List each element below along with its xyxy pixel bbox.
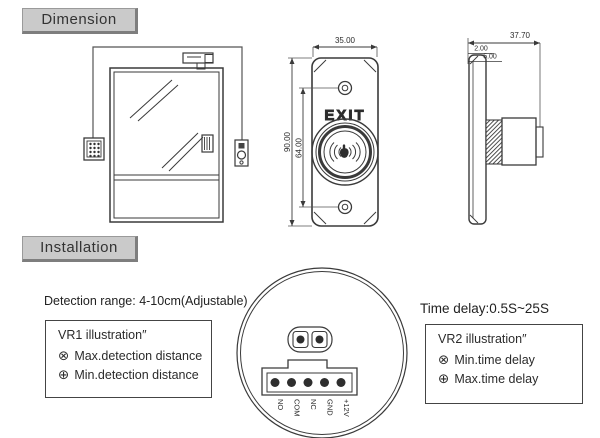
hand-wave-icon — [329, 142, 361, 162]
terminal-connector — [261, 359, 358, 396]
exit-button-device — [234, 139, 249, 167]
screw-cross-icon: ⊗ — [438, 352, 450, 368]
glass-reflection-lines — [129, 79, 204, 172]
touch-button — [311, 118, 379, 186]
vr2-illustration-box: VR2 illustration″ ⊗ Min.time delay ⊕ Max… — [425, 324, 583, 404]
door-handle — [201, 134, 214, 153]
door-frame — [109, 67, 224, 223]
detection-range-note: Detection range: 4-10cm(Adjustable) — [44, 294, 248, 308]
button-body-profile — [485, 117, 544, 166]
plate-profile — [468, 54, 487, 225]
vr2-item-max-label: Max.time delay — [454, 372, 539, 386]
vr1-item-min: ⊕ Min.detection distance — [58, 368, 205, 382]
pin-label-com: COM — [293, 399, 302, 417]
section-header-dimension: Dimension — [22, 8, 138, 34]
front-view-drawing: 35.00 EXIT — [283, 36, 379, 227]
dim-height-value: 90.00 — [283, 131, 292, 152]
screw-plus-icon: ⊕ — [58, 367, 70, 383]
dim-depth: 37.70 — [467, 31, 541, 127]
dim-offset: 5.00 — [468, 54, 502, 62]
pin-label-gnd: GND — [326, 399, 335, 416]
screw-hole-bottom — [337, 199, 353, 215]
vr2-item-min: ⊗ Min.time delay — [438, 353, 576, 367]
vr2-item-max: ⊕ Max.time delay — [438, 372, 576, 386]
dim-height: 90.00 — [283, 57, 312, 227]
pin-label-nc: NC — [309, 399, 318, 410]
vr1-title: VR1 illustration″ — [58, 328, 147, 342]
pin-labels: NO COM NC GND +12V — [276, 399, 351, 417]
dim-hole-spacing-value: 64.00 — [295, 137, 304, 158]
section-header-installation: Installation — [22, 236, 138, 262]
wiring — [92, 46, 243, 140]
screw-cross-icon: ⊗ — [58, 348, 70, 364]
dim-thickness-value: 2.00 — [474, 46, 488, 53]
vr1-illustration-box: VR1 illustration″ ⊗ Max.detection distan… — [45, 320, 212, 398]
back-view-diagram: NO COM NC GND +12V — [236, 267, 408, 438]
dim-offset-value: 5.00 — [483, 54, 497, 61]
door-installation-sketch — [83, 46, 249, 223]
vr2-item-min-label: Min.time delay — [454, 353, 535, 367]
keypad-device — [83, 137, 105, 161]
pin-label-12v: +12V — [342, 399, 351, 417]
vr2-title: VR2 illustration″ — [438, 332, 527, 346]
exit-label: EXIT — [324, 107, 365, 124]
dim-depth-value: 37.70 — [510, 31, 531, 40]
side-view-drawing: 37.70 2.00 5.00 — [467, 31, 544, 225]
screw-hole-top — [337, 80, 353, 96]
time-delay-note: Time delay:0.5S~25S — [420, 301, 549, 316]
dim-width-value: 35.00 — [335, 36, 356, 45]
vr1-item-min-label: Min.detection distance — [74, 368, 199, 382]
back-cover-circle — [236, 267, 408, 438]
screw-plus-icon: ⊕ — [438, 371, 450, 387]
faceplate — [311, 57, 379, 227]
vr1-item-max-label: Max.detection distance — [74, 349, 203, 363]
pin-label-no: NO — [276, 399, 285, 410]
dim-hole-spacing: 64.00 — [295, 87, 338, 208]
vr-potentiometers — [287, 326, 333, 353]
door-lock-device — [182, 52, 214, 70]
dim-thickness: 2.00 — [468, 46, 494, 54]
dim-width: 35.00 — [312, 36, 378, 57]
vr1-item-max: ⊗ Max.detection distance — [58, 349, 205, 363]
